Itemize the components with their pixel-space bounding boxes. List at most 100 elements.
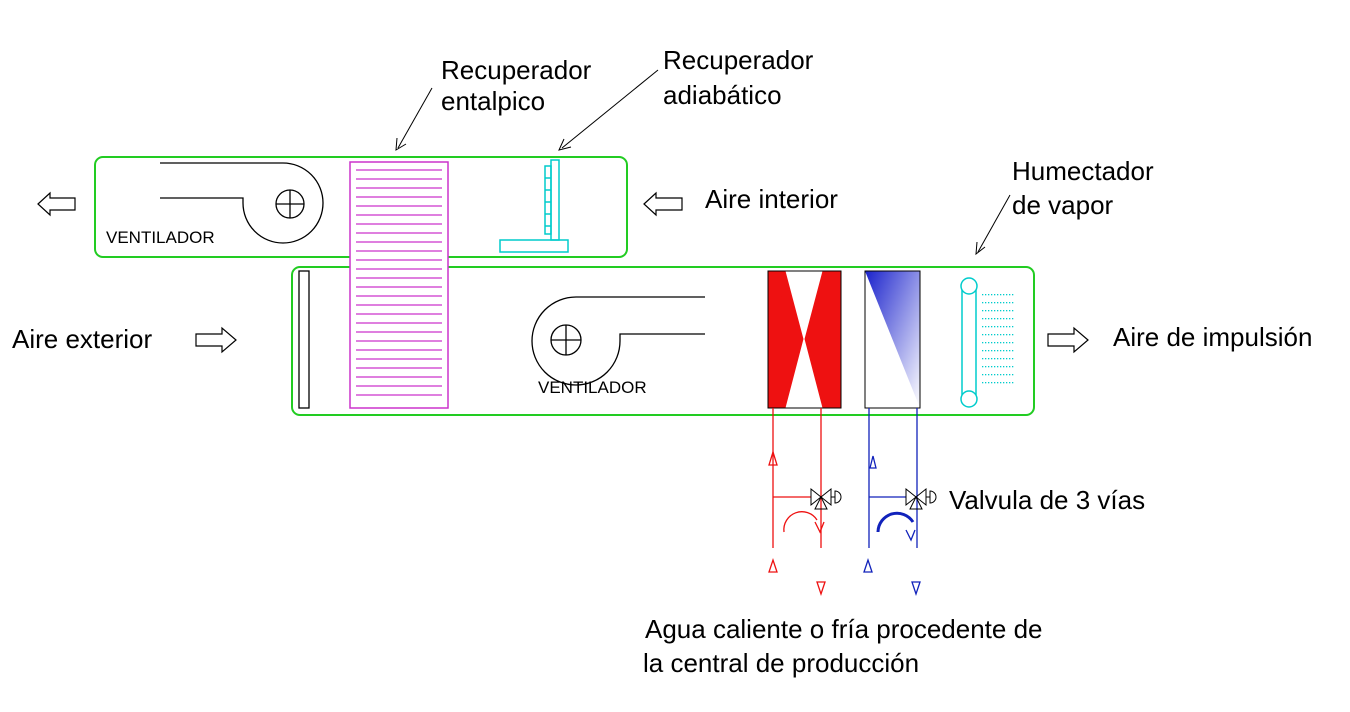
vapor-dot	[1012, 318, 1014, 320]
vapor-dot	[997, 302, 999, 304]
vapor-dot	[1000, 382, 1002, 384]
label-humectador-1: Humectador	[1012, 156, 1154, 186]
vapor-dot	[994, 374, 996, 376]
vapor-dot	[988, 318, 990, 320]
vapor-dot	[1000, 374, 1002, 376]
vapor-dot	[985, 366, 987, 368]
vapor-dot	[982, 318, 984, 320]
vapor-dot	[994, 342, 996, 344]
vapor-dot	[997, 342, 999, 344]
vapor-dot	[991, 382, 993, 384]
vapor-dot	[985, 358, 987, 360]
vapor-dot	[997, 318, 999, 320]
vapor-dot	[994, 326, 996, 328]
vapor-dot	[991, 310, 993, 312]
supply-housing	[291, 266, 1035, 416]
vapor-dot	[1000, 350, 1002, 352]
leader-arrows	[395, 69, 1011, 256]
vapor-dot	[982, 342, 984, 344]
cold-flow-arrow	[876, 511, 915, 533]
vapor-dot	[994, 366, 996, 368]
cold-flow-arrowhead	[905, 529, 916, 542]
vapor-dot	[994, 294, 996, 296]
vapor-dot	[1006, 326, 1008, 328]
vapor-dot	[1006, 318, 1008, 320]
exterior-air-arrow	[195, 326, 237, 354]
vapor-dot	[991, 326, 993, 328]
vapor-dot	[985, 374, 987, 376]
label-agua-2: la central de producción	[643, 648, 920, 678]
vapor-dot	[985, 382, 987, 384]
vapor-dot	[1012, 366, 1014, 368]
exhaust-air-arrow	[37, 191, 76, 217]
vapor-dot	[1003, 294, 1005, 296]
exhaust-fan	[160, 162, 324, 244]
vapor-dot	[1006, 374, 1008, 376]
vapor-dot	[988, 342, 990, 344]
vapor-dot	[1012, 310, 1014, 312]
vapor-dot	[1006, 334, 1008, 336]
vapor-dot	[1009, 326, 1011, 328]
vapor-dot	[1000, 318, 1002, 320]
label-humectador-2: de vapor	[1012, 190, 1114, 220]
vapor-dot	[982, 382, 984, 384]
vapor-dot	[982, 350, 984, 352]
vapor-dot	[1006, 294, 1008, 296]
vapor-dot	[1012, 294, 1014, 296]
vapor-dot	[1006, 342, 1008, 344]
vapor-dot	[988, 326, 990, 328]
vapor-dot	[988, 294, 990, 296]
hot-water-piping	[768, 408, 826, 597]
vapor-dot	[1003, 366, 1005, 368]
label-aire-exterior: Aire exterior	[12, 324, 153, 354]
cold-water-piping	[863, 408, 921, 597]
vapor-dot	[994, 358, 996, 360]
label-aire-impulsion: Aire de impulsión	[1113, 322, 1313, 352]
vapor-dot	[1000, 294, 1002, 296]
vapor-dot	[985, 334, 987, 336]
vapor-dot	[985, 294, 987, 296]
vapor-dot	[1012, 374, 1014, 376]
vapor-dot	[997, 294, 999, 296]
filter	[298, 270, 310, 409]
vapor-dot	[991, 334, 993, 336]
vapor-dot	[985, 318, 987, 320]
vapor-dot	[1009, 358, 1011, 360]
vapor-dot	[1006, 358, 1008, 360]
vapor-dot	[1009, 342, 1011, 344]
interior-air-arrow	[643, 191, 683, 217]
vapor-dot	[1009, 318, 1011, 320]
vapor-dot	[982, 366, 984, 368]
vapor-dot	[1003, 350, 1005, 352]
vapor-dot	[997, 374, 999, 376]
vapor-dot	[988, 310, 990, 312]
vapor-dot	[1003, 326, 1005, 328]
vapor-dot	[985, 310, 987, 312]
vapor-dot	[988, 366, 990, 368]
vapor-dot	[1009, 374, 1011, 376]
vapor-dot	[1006, 310, 1008, 312]
supply-fan	[531, 296, 705, 386]
vapor-dot	[1000, 334, 1002, 336]
vapor-dot	[1012, 382, 1014, 384]
vapor-dot	[1009, 302, 1011, 304]
vapor-dot	[982, 374, 984, 376]
hot-valve	[810, 487, 842, 510]
vapor-dot	[1003, 382, 1005, 384]
vapor-dot	[997, 310, 999, 312]
vapor-dot	[1006, 302, 1008, 304]
vapor-dot	[1012, 350, 1014, 352]
vapor-dot	[991, 358, 993, 360]
vapor-dot	[1000, 310, 1002, 312]
vapor-dot	[1003, 302, 1005, 304]
vapor-dot	[982, 294, 984, 296]
vapor-dot	[1009, 294, 1011, 296]
vapor-dot	[1012, 326, 1014, 328]
vapor-dot	[991, 366, 993, 368]
vapor-dot	[985, 350, 987, 352]
vapor-dot	[1000, 366, 1002, 368]
vapor-dot	[1009, 334, 1011, 336]
vapor-dot	[1000, 302, 1002, 304]
vapor-dot	[982, 358, 984, 360]
vapor-dot	[988, 382, 990, 384]
